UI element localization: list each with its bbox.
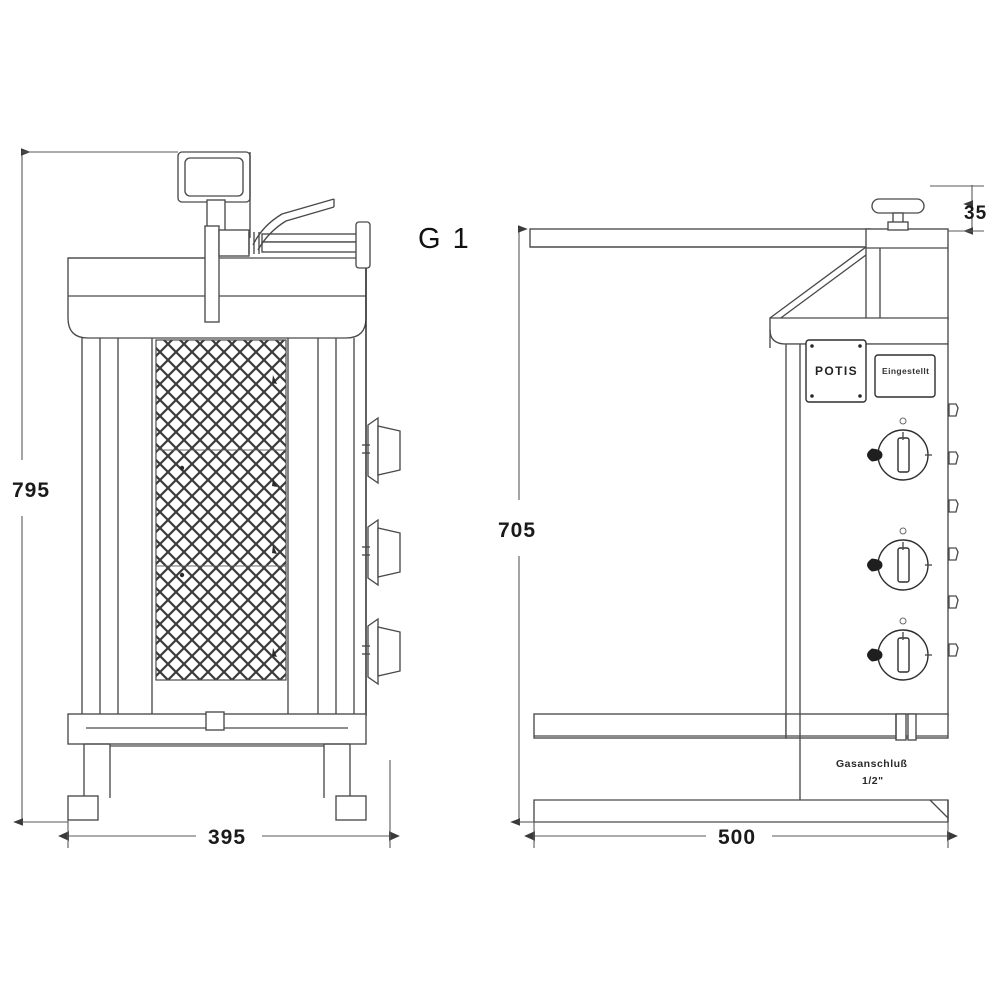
brand-label: POTIS bbox=[815, 364, 858, 378]
dimension-front-height: 795 bbox=[12, 479, 50, 502]
front-mesh-grill-panel bbox=[155, 339, 287, 681]
side-base-plinth bbox=[533, 799, 949, 823]
burner-knob-1[interactable] bbox=[362, 416, 401, 485]
side-lower-shelf bbox=[533, 713, 949, 800]
control-knob-3[interactable] bbox=[867, 617, 933, 681]
front-burner-knobs bbox=[362, 416, 401, 686]
side-control-knobs bbox=[867, 417, 933, 681]
front-dimensions: 795 395 bbox=[12, 148, 400, 849]
side-dimensions: 705 500 35 bbox=[498, 185, 987, 849]
front-legs bbox=[67, 743, 367, 821]
burner-knob-3[interactable] bbox=[362, 617, 401, 686]
side-top-handwheel[interactable] bbox=[871, 198, 925, 231]
motor-housing-box bbox=[177, 151, 251, 203]
dimension-side-height: 705 bbox=[498, 519, 536, 542]
gas-label-line1: Gasanschluß bbox=[836, 758, 908, 770]
front-top-assembly bbox=[68, 151, 371, 323]
setting-plate: Eingestellt bbox=[874, 354, 936, 398]
dimension-front-width: 395 bbox=[208, 826, 246, 849]
gas-connection-label: Gasanschluß 1/2" bbox=[836, 758, 908, 787]
dimension-knob-height: 35 bbox=[964, 203, 987, 224]
gas-connection-pipe bbox=[895, 713, 917, 741]
front-columns bbox=[81, 338, 355, 716]
model-label: G 1 bbox=[418, 223, 471, 255]
vertical-support-post bbox=[204, 152, 251, 323]
side-upper-housing bbox=[865, 228, 949, 320]
control-knob-1[interactable] bbox=[867, 417, 933, 481]
dimension-side-width: 500 bbox=[718, 826, 756, 849]
control-knob-2[interactable] bbox=[867, 527, 933, 591]
front-base-rail bbox=[67, 711, 367, 745]
setting-plate-label: Eingestellt bbox=[882, 366, 929, 376]
burner-knob-2[interactable] bbox=[362, 518, 401, 587]
front-elevation-view: G 1 bbox=[67, 151, 471, 821]
curved-handle-arm bbox=[252, 198, 335, 251]
side-elevation-view: POTIS Eingestellt bbox=[529, 198, 959, 823]
side-vent-tabs bbox=[948, 403, 959, 657]
gas-label-line2: 1/2" bbox=[862, 775, 884, 787]
skewer-shaft bbox=[218, 221, 371, 269]
side-top-shelf bbox=[529, 228, 871, 248]
brand-plate: POTIS bbox=[805, 339, 867, 403]
